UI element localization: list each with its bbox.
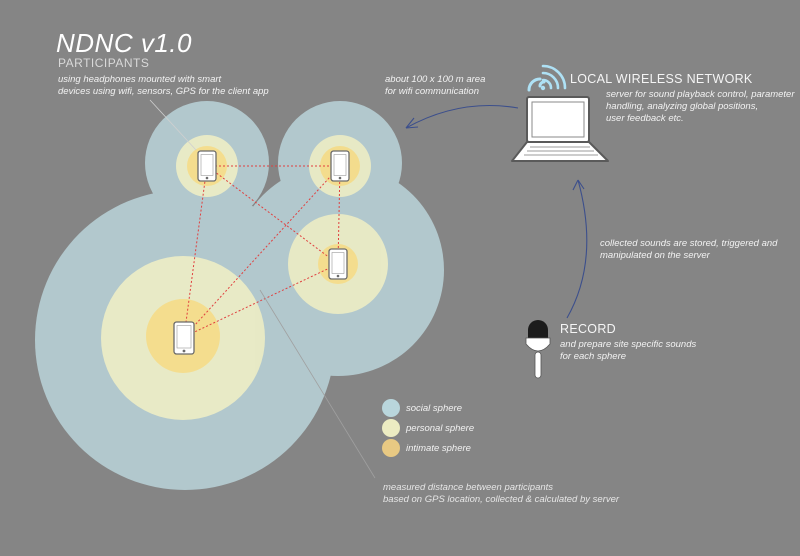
laptop-icon [511, 96, 609, 162]
link-tl-big [183, 165, 208, 338]
record-heading: RECORD [560, 322, 616, 336]
legend-item-social: social sphere [382, 399, 462, 417]
distance-note-line1: measured distance between participants [383, 482, 554, 493]
collected-note-line1: collected sounds are stored, triggered a… [600, 238, 778, 249]
arrow-network-to-area [405, 104, 519, 129]
microphone-icon [525, 320, 551, 379]
legend-label-personal: personal sphere [406, 422, 475, 434]
distance-note-line2: based on GPS location, collected & calcu… [383, 494, 620, 505]
record-desc-line1: and prepare site specific sounds [560, 339, 697, 350]
social-swatch [382, 399, 400, 417]
participants-heading: PARTICIPANTS [58, 56, 150, 70]
phone-top-left [197, 150, 217, 182]
link-tl-cr [206, 165, 339, 265]
network-desc-line3: user feedback etc. [606, 113, 684, 124]
network-heading: LOCAL WIRELESS NETWORK [570, 72, 753, 86]
page-title: NDNC v1.0 [56, 28, 192, 58]
phone-large [173, 321, 195, 355]
participants-desc-line2: devices using wifi, sensors, GPS for the… [58, 86, 269, 97]
legend-item-intimate: intimate sphere [382, 439, 471, 457]
participants-desc-line1: using headphones mounted with smart [58, 74, 222, 85]
phone-center-right [328, 248, 348, 280]
network-desc-line2: handling, analyzing global positions, [606, 101, 759, 112]
network-desc-line1: server for sound playback control, param… [606, 89, 795, 100]
participants-pointer [149, 99, 197, 151]
distance-links [183, 165, 341, 338]
intimate-swatch [382, 439, 400, 457]
personal-swatch [382, 419, 400, 437]
link-tr-big [183, 165, 341, 338]
record-desc-line2: for each sphere [560, 351, 627, 362]
legend-label-social: social sphere [406, 402, 462, 414]
link-tr-cr [337, 165, 341, 265]
arrows [405, 104, 588, 319]
area-note-line2: for wifi communication [385, 86, 479, 97]
phone-top-right [330, 150, 350, 182]
wifi-icon [527, 64, 567, 92]
arrow-record-to-server [566, 179, 588, 319]
legend-item-personal: personal sphere [382, 419, 474, 437]
legend-label-intimate: intimate sphere [406, 442, 471, 454]
area-note-line1: about 100 x 100 m area [385, 74, 486, 85]
link-cr-big [183, 263, 339, 338]
distance-pointer [259, 289, 376, 479]
collected-note-line2: manipulated on the server [600, 250, 710, 261]
